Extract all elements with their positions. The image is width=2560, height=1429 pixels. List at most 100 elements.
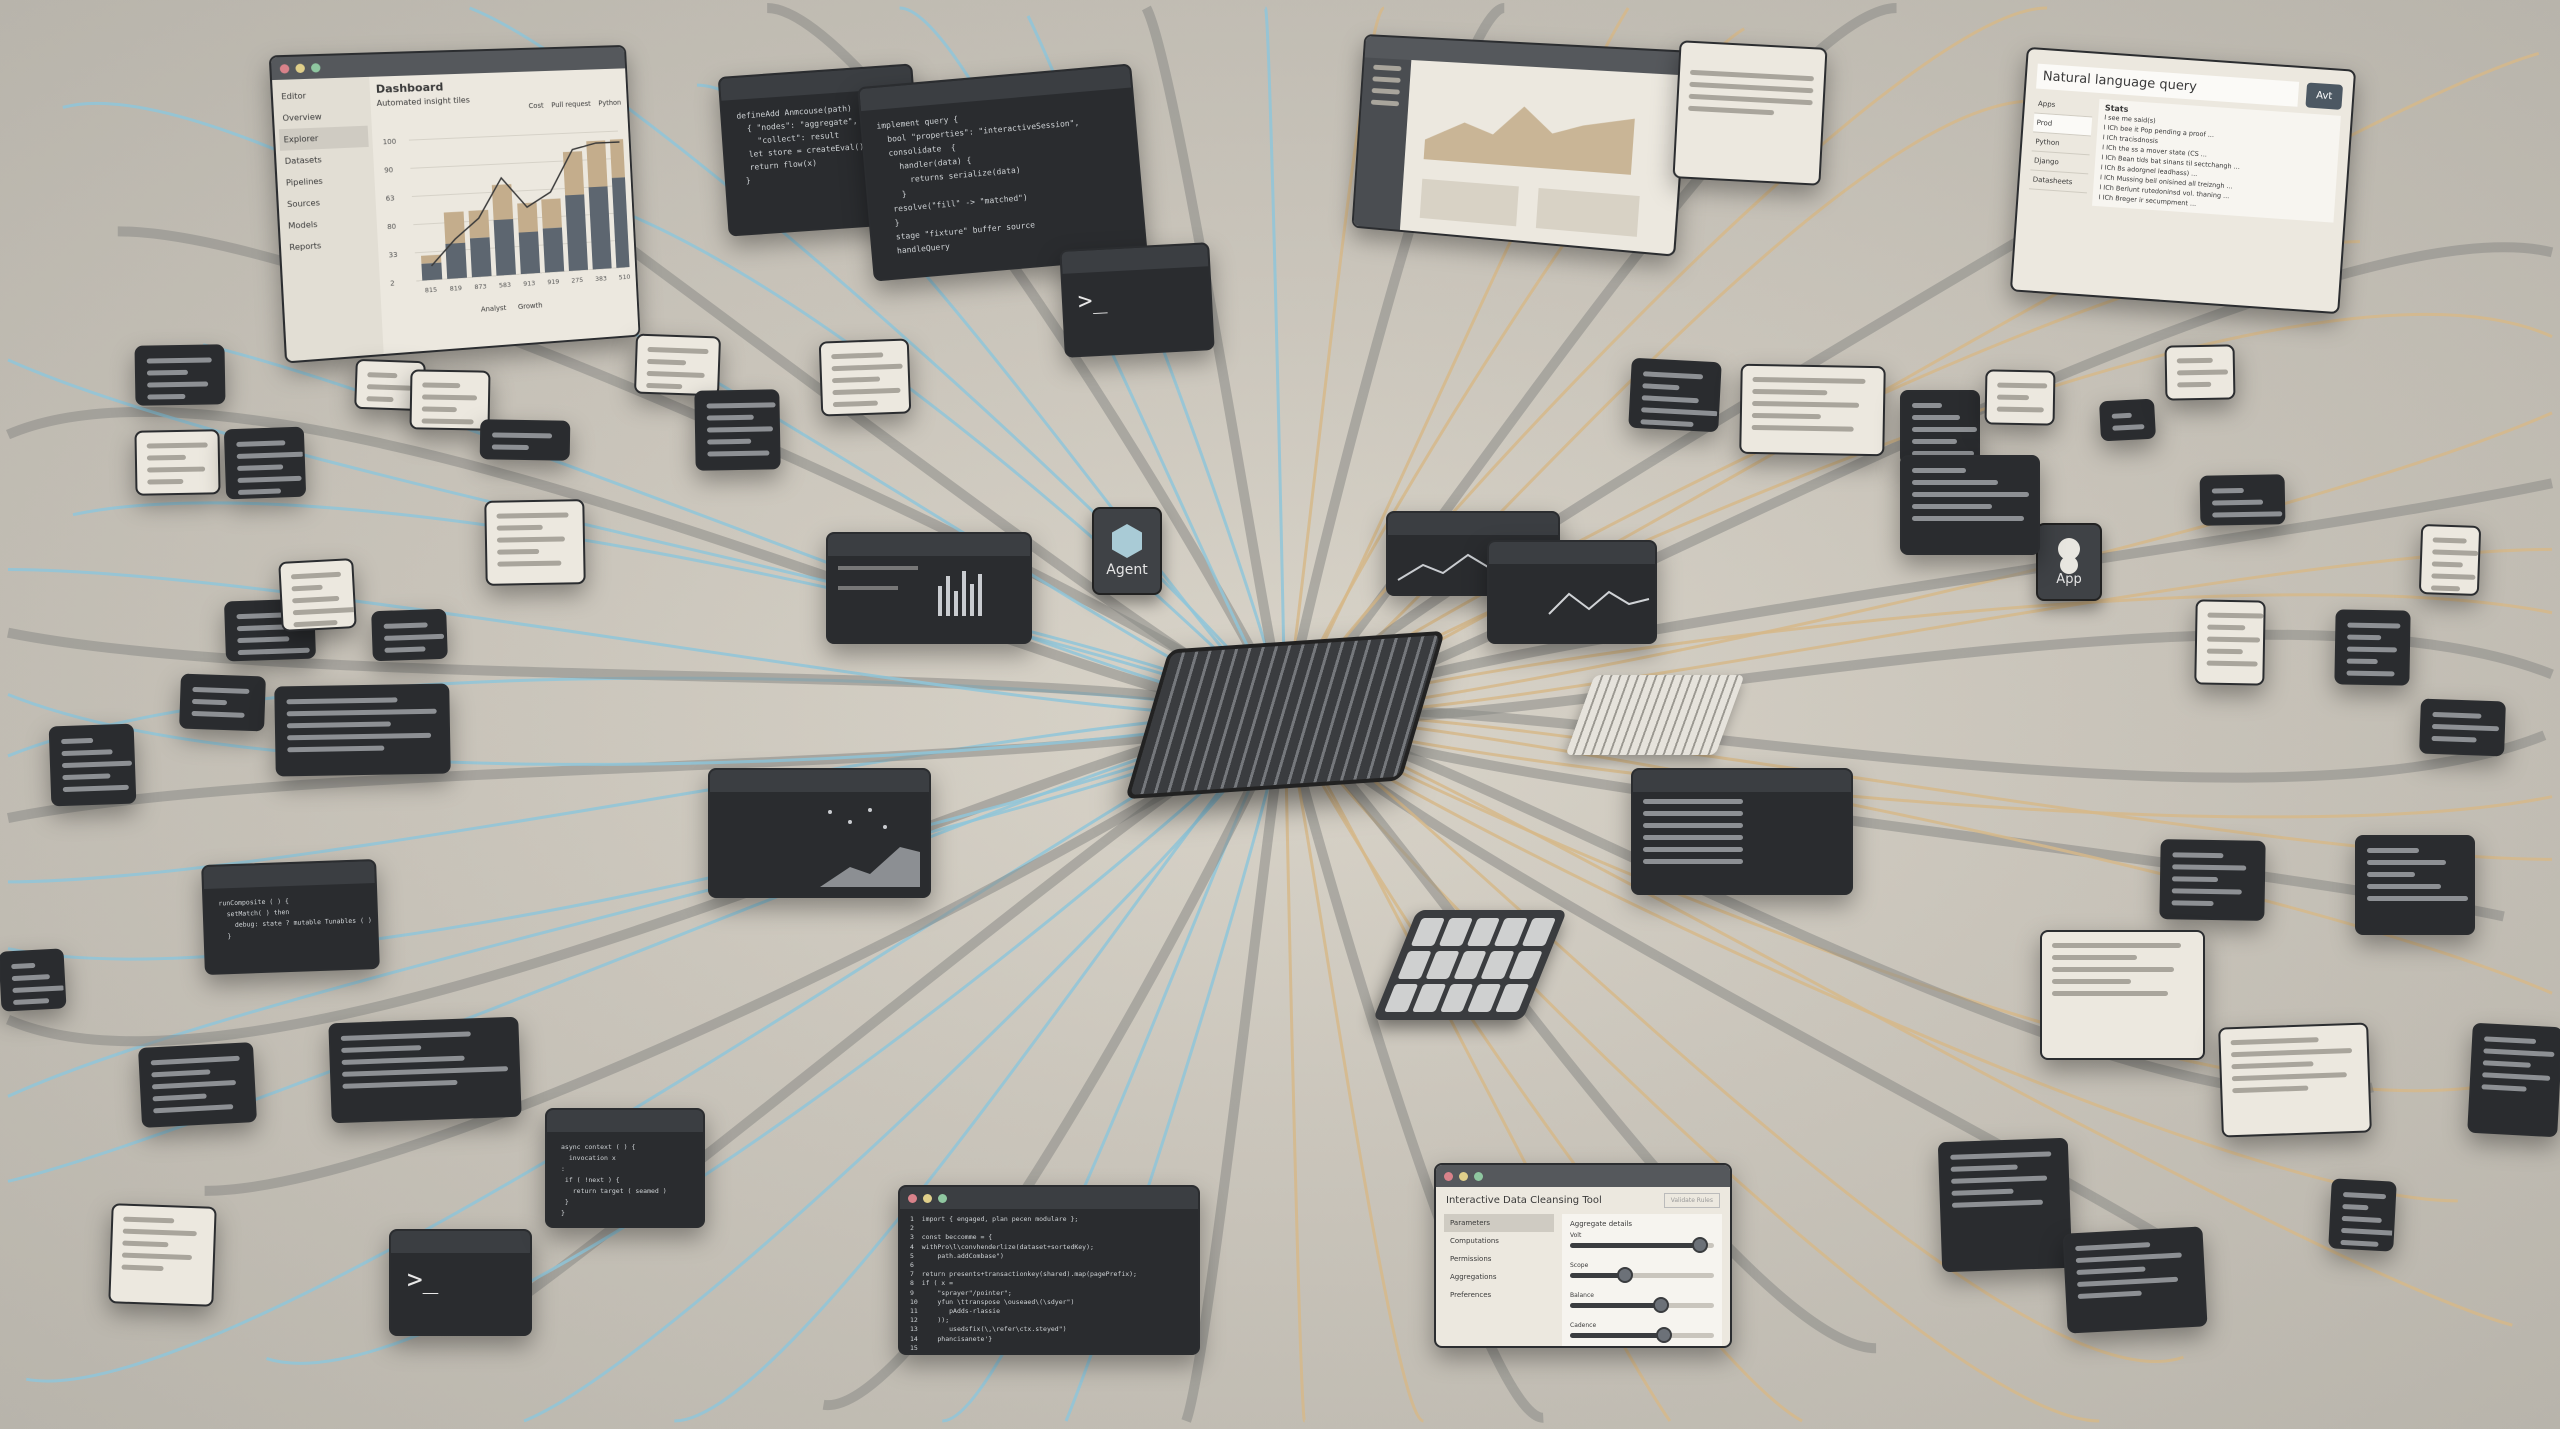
floating-window[interactable] bbox=[138, 1042, 257, 1128]
floating-window[interactable] bbox=[278, 558, 357, 632]
text-line bbox=[2112, 413, 2133, 419]
window-content-lines bbox=[330, 1019, 518, 1089]
floating-window[interactable] bbox=[2165, 344, 2236, 400]
floating-window[interactable] bbox=[1938, 1138, 2072, 1272]
floating-window[interactable] bbox=[108, 1203, 216, 1307]
floating-window[interactable] bbox=[2200, 474, 2286, 525]
agent-badge[interactable]: Agent bbox=[1092, 507, 1162, 595]
metrics-window[interactable] bbox=[826, 532, 1032, 644]
sidebar-item[interactable]: Aggregations bbox=[1444, 1268, 1554, 1286]
sidebar-item[interactable]: Datasheets bbox=[2029, 170, 2088, 193]
code-editor[interactable]: implement query { bool "properties": "in… bbox=[861, 87, 1145, 270]
floating-window[interactable] bbox=[1739, 364, 1886, 457]
terminal-prompt[interactable]: >_ bbox=[391, 1253, 530, 1307]
floating-window[interactable] bbox=[2194, 599, 2265, 685]
sidebar-item[interactable]: Preferences bbox=[1444, 1286, 1554, 1304]
maximize-button[interactable] bbox=[938, 1194, 947, 1203]
maximize-button[interactable] bbox=[1474, 1172, 1483, 1181]
text-line bbox=[286, 697, 397, 704]
floating-window[interactable] bbox=[2040, 930, 2205, 1060]
minimize-button[interactable] bbox=[923, 1194, 932, 1203]
sidebar-item[interactable]: Reports bbox=[285, 232, 375, 259]
code-window[interactable]: async context ( ) { invocation x: if ( !… bbox=[545, 1108, 705, 1228]
code-editor-window[interactable]: 1 import { engaged, plan pecen modulare … bbox=[898, 1185, 1200, 1355]
floating-window[interactable] bbox=[2467, 1023, 2560, 1138]
close-button[interactable] bbox=[280, 64, 290, 74]
floating-window[interactable] bbox=[694, 389, 780, 470]
window-content-lines bbox=[2357, 837, 2473, 901]
text-line bbox=[2231, 1048, 2352, 1057]
minimize-button[interactable] bbox=[295, 63, 305, 73]
floating-window[interactable] bbox=[371, 609, 448, 662]
code-line: 11 pAdds-rlassie bbox=[910, 1307, 1188, 1316]
minimize-button[interactable] bbox=[1459, 1172, 1468, 1181]
window-content-lines bbox=[226, 429, 304, 496]
document-window[interactable] bbox=[1672, 40, 1827, 186]
code-editor[interactable]: runComposite ( ) { setMatch( ) then debu… bbox=[204, 883, 377, 953]
floating-window[interactable] bbox=[134, 429, 220, 495]
floating-window[interactable] bbox=[2328, 1178, 2397, 1251]
text-line bbox=[2347, 623, 2400, 629]
sidebar-item[interactable]: Computations bbox=[1444, 1232, 1554, 1250]
floating-window[interactable] bbox=[2355, 835, 2475, 935]
text-line bbox=[497, 561, 561, 567]
floating-window[interactable] bbox=[1985, 369, 2056, 425]
slider[interactable] bbox=[1570, 1333, 1714, 1338]
run-button[interactable]: Avt bbox=[2305, 82, 2343, 109]
terminal-window[interactable]: >_ bbox=[1059, 242, 1214, 358]
floating-window[interactable] bbox=[49, 724, 137, 807]
text-line bbox=[2212, 500, 2263, 506]
slider[interactable] bbox=[1570, 1273, 1714, 1278]
floating-window[interactable] bbox=[2419, 524, 2481, 596]
code-editor[interactable]: async context ( ) { invocation x: if ( !… bbox=[547, 1132, 703, 1228]
validate-button[interactable]: Validate Rules bbox=[1664, 1193, 1720, 1208]
slider-knob[interactable] bbox=[1656, 1327, 1672, 1343]
floating-window[interactable] bbox=[1900, 455, 2040, 555]
dashboard-window[interactable]: EditorOverviewExplorerDatasetsPipelinesS… bbox=[269, 45, 641, 364]
floating-window[interactable] bbox=[134, 344, 225, 406]
slider[interactable] bbox=[1570, 1243, 1714, 1248]
slider[interactable] bbox=[1570, 1303, 1714, 1308]
terminal-prompt[interactable]: >_ bbox=[1063, 266, 1212, 330]
floating-window[interactable] bbox=[409, 369, 490, 430]
text-line bbox=[2231, 1037, 2319, 1045]
code-editor[interactable]: 1 import { engaged, plan pecen modulare … bbox=[900, 1209, 1198, 1355]
floating-window[interactable] bbox=[634, 334, 721, 397]
floating-window[interactable] bbox=[2334, 609, 2410, 685]
floating-window[interactable] bbox=[0, 948, 67, 1011]
floating-window[interactable] bbox=[179, 674, 266, 732]
text-line bbox=[1950, 1151, 2051, 1160]
floating-window[interactable] bbox=[2419, 699, 2506, 757]
floating-window[interactable] bbox=[2159, 839, 2265, 921]
code-window[interactable]: runComposite ( ) { setMatch( ) then debu… bbox=[201, 859, 380, 975]
floating-window[interactable] bbox=[1628, 358, 1722, 433]
maximize-button[interactable] bbox=[311, 63, 321, 72]
sidebar-item[interactable]: Permissions bbox=[1444, 1250, 1554, 1268]
floating-window[interactable] bbox=[480, 419, 571, 461]
floating-window[interactable] bbox=[819, 338, 912, 416]
slider-knob[interactable] bbox=[1692, 1237, 1708, 1253]
floating-window[interactable] bbox=[1900, 390, 1980, 465]
floating-window[interactable] bbox=[484, 499, 585, 586]
line-chart-window[interactable] bbox=[1487, 540, 1657, 644]
floating-window[interactable] bbox=[2062, 1226, 2207, 1333]
floating-window[interactable] bbox=[274, 683, 451, 776]
window-content-lines bbox=[2101, 401, 2153, 432]
close-button[interactable] bbox=[1444, 1172, 1453, 1181]
app-badge[interactable]: App bbox=[2036, 523, 2102, 601]
close-button[interactable] bbox=[908, 1194, 917, 1203]
floating-window[interactable] bbox=[224, 427, 306, 500]
floating-window[interactable] bbox=[2099, 399, 2156, 442]
analytics-window[interactable] bbox=[1351, 34, 1689, 257]
slider-knob[interactable] bbox=[1617, 1267, 1633, 1283]
natural-language-query-window[interactable]: Natural language query Avt AppsProdPytho… bbox=[2010, 47, 2356, 314]
scatter-window[interactable] bbox=[708, 768, 931, 898]
terminal-window[interactable]: >_ bbox=[389, 1229, 532, 1336]
floating-window[interactable] bbox=[328, 1017, 521, 1124]
data-cleansing-window[interactable]: Interactive Data Cleansing Tool Validate… bbox=[1434, 1163, 1732, 1348]
sidebar-item[interactable]: Parameters bbox=[1444, 1214, 1554, 1232]
text-line bbox=[287, 709, 438, 717]
slider-knob[interactable] bbox=[1653, 1297, 1669, 1313]
floating-window[interactable] bbox=[2218, 1022, 2372, 1137]
table-window[interactable] bbox=[1631, 768, 1853, 895]
